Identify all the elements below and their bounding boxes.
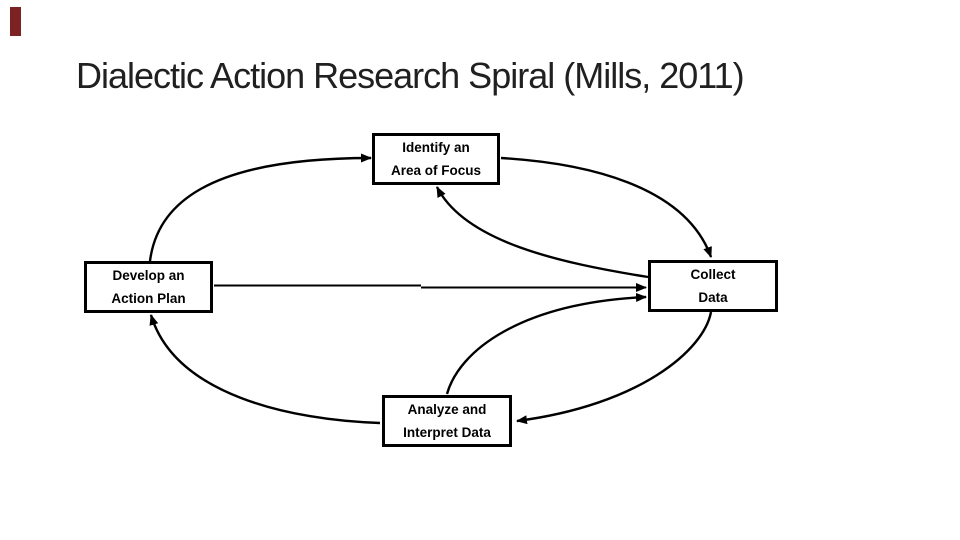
- node-collect-data: Collect Data: [648, 260, 778, 312]
- edge-collect-to-identify-arc: [435, 186, 649, 279]
- accent-bar: [10, 7, 21, 36]
- node-label-line: Interpret Data: [403, 425, 491, 440]
- node-identify-area-of-focus: Identify an Area of Focus: [372, 133, 500, 185]
- node-label-line: Analyze and: [407, 402, 487, 417]
- node-label-line: Collect: [690, 267, 736, 282]
- edge-develop-to-identify-arc: [148, 153, 372, 262]
- edge-identify-to-collect-arc: [500, 156, 713, 258]
- node-label-line: Develop an: [112, 268, 185, 283]
- node-analyze-interpret-data: Analyze and Interpret Data: [382, 395, 512, 447]
- node-develop-action-plan: Develop an Action Plan: [84, 261, 213, 313]
- node-label-line: Action Plan: [111, 291, 186, 306]
- edge-analyze-to-develop-arc: [149, 314, 381, 425]
- edge-collect-to-analyze-arc: [516, 311, 713, 425]
- node-label-line: Area of Focus: [390, 163, 482, 178]
- page-title: Dialectic Action Research Spiral (Mills,…: [76, 55, 745, 96]
- edge-analyze-to-collect-arc: [445, 292, 647, 395]
- node-label-line: Data: [698, 290, 728, 305]
- node-label-line: Identify an: [402, 140, 470, 155]
